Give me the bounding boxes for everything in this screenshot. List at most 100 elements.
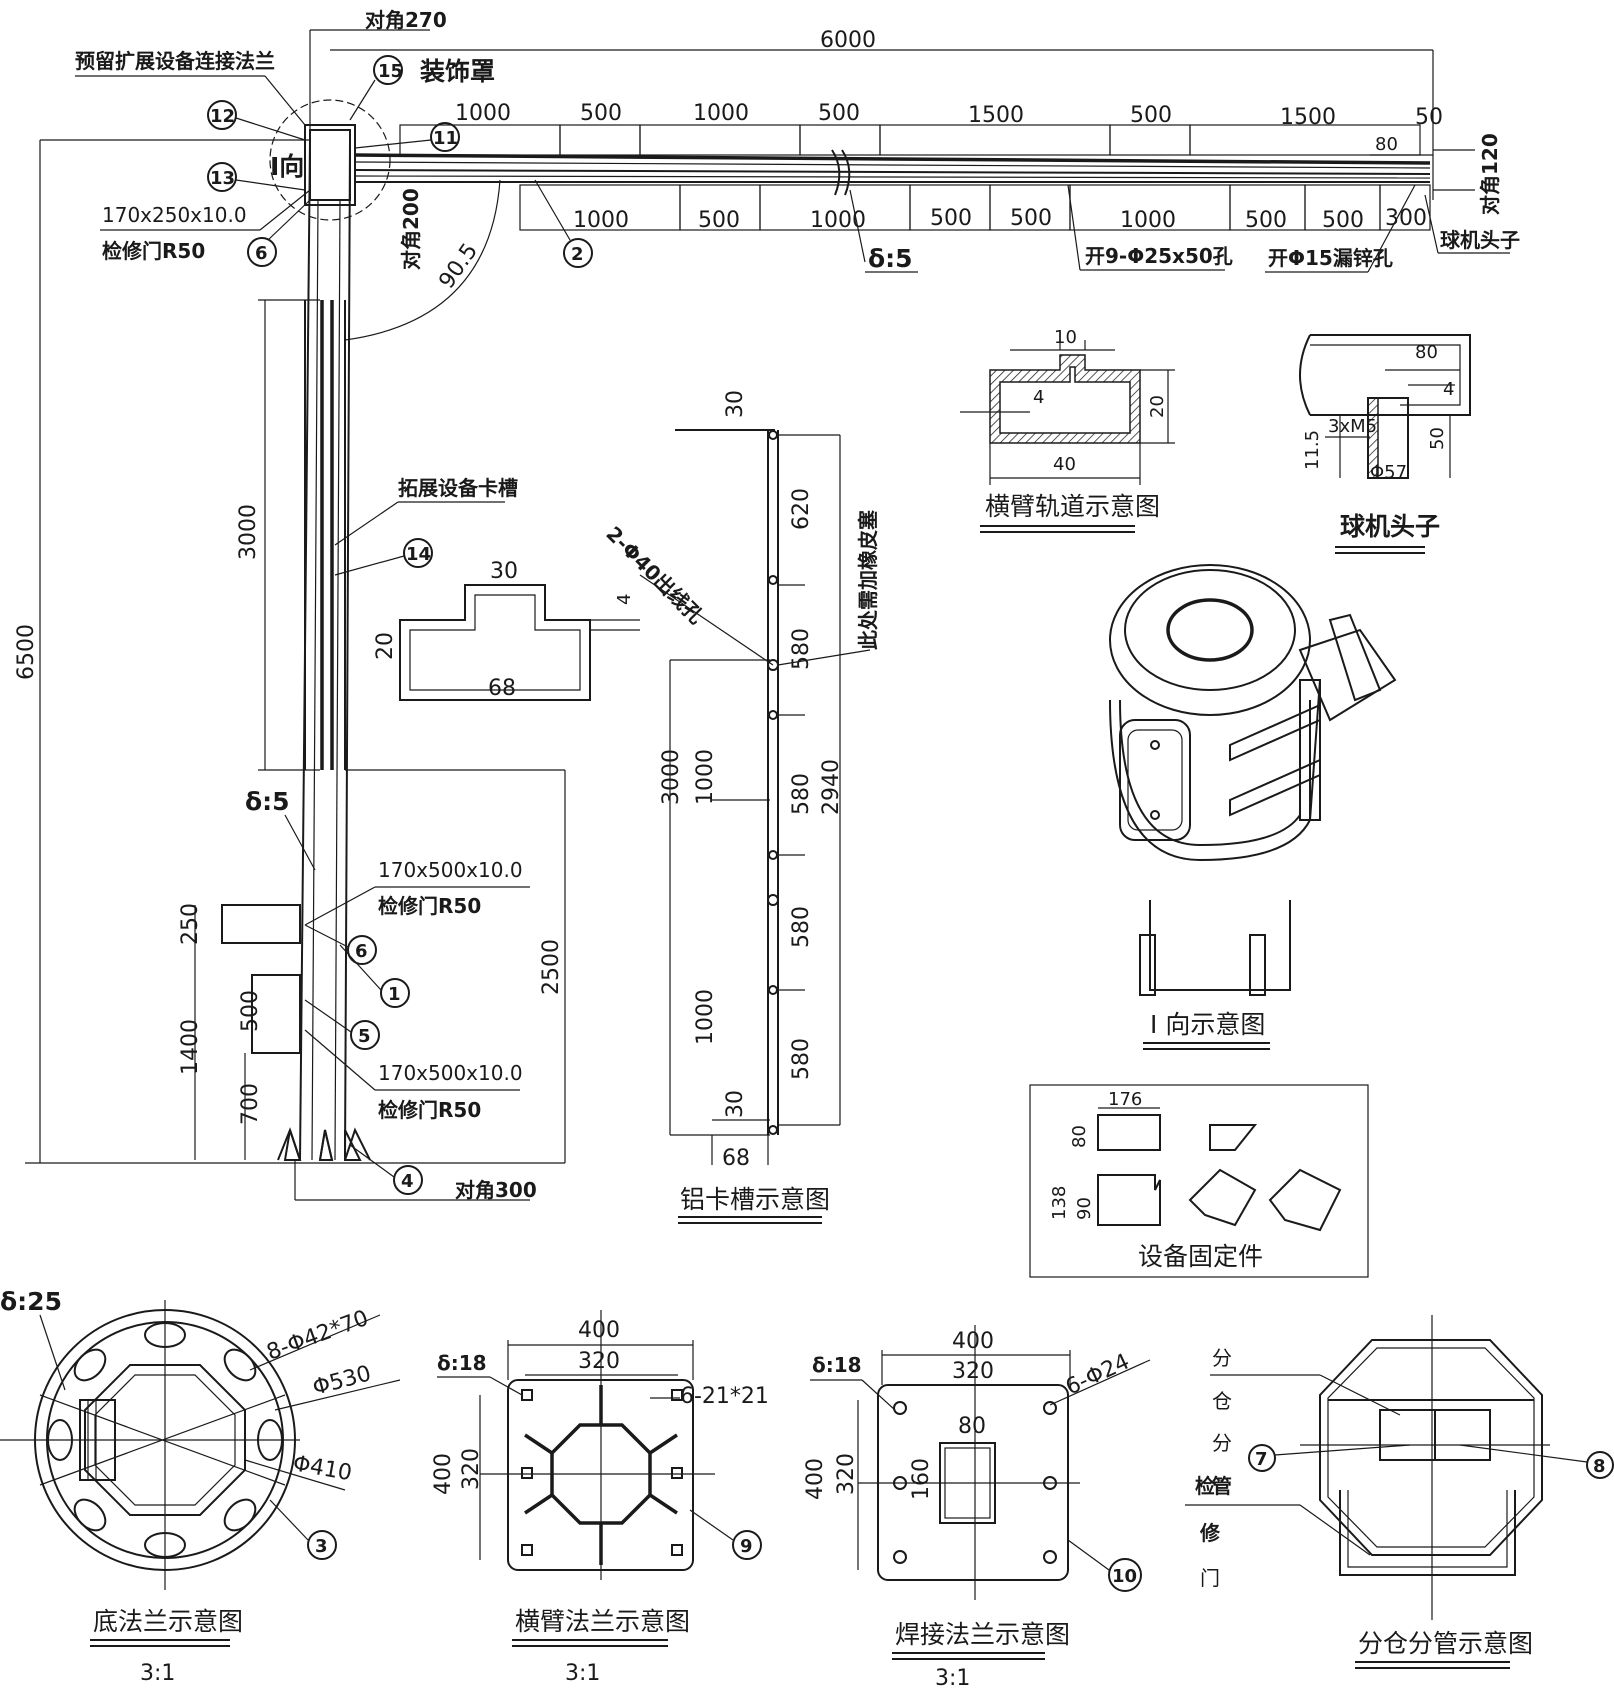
- cross-arm-elevation: 6000 1000 500 1000 500 1500 500 1500 50 …: [330, 28, 1520, 273]
- dim-slot-4: 4: [614, 594, 635, 605]
- label-branch-c4: 管: [1212, 1474, 1232, 1498]
- arm-flange-diagram: 400 320 δ:18 6-21*21 400 320 9 横臂法兰示意图: [431, 1310, 769, 1686]
- label-thk-arm: δ:5: [868, 244, 913, 273]
- svg-text:12: 12: [210, 106, 235, 127]
- title-arm-flange: 横臂法兰示意图: [515, 1607, 690, 1636]
- dim-2500: 2500: [539, 939, 564, 995]
- title-al-slot: 铝卡槽示意图: [680, 1185, 830, 1214]
- dim-arm-fl-400h: 400: [431, 1453, 456, 1495]
- aluminium-slot-diagram: 30 620 2-Φ40出线孔 此处需加橡皮塞 580 3000 1000 58…: [601, 390, 880, 1224]
- dim-al-580c: 580: [789, 906, 814, 948]
- label-base-410: Φ410: [291, 1451, 354, 1486]
- dim-al-30-bot: 30: [723, 1090, 748, 1118]
- camera-head-diagram: 80 4 3xM5 11.5 50 Φ57 球机头子: [1299, 334, 1471, 554]
- svg-text:15: 15: [378, 61, 403, 82]
- callout-11: 11: [430, 122, 460, 152]
- svg-text:7: 7: [1255, 1449, 1268, 1470]
- svg-text:2: 2: [571, 244, 584, 265]
- label-branch-c1: 分: [1212, 1346, 1232, 1370]
- label-branch-c6: 修: [1199, 1521, 1221, 1545]
- dim-bot-7: 500: [1245, 208, 1287, 233]
- callout-3: 3: [307, 1530, 337, 1560]
- svg-text:4: 4: [401, 1171, 414, 1192]
- dim-cam-115: 11.5: [1302, 430, 1323, 470]
- weld-flange-diagram: 400 320 δ:18 6-Φ24 80 400 320 160 10 焊接法…: [803, 1325, 1151, 1690]
- dim-bot-5: 500: [1010, 206, 1052, 231]
- label-weld-thk: δ:18: [812, 1353, 862, 1377]
- callout-12: 12: [207, 100, 237, 130]
- svg-text:6: 6: [355, 941, 368, 962]
- dim-top-1: 1000: [455, 101, 511, 126]
- label-base-530: Φ530: [310, 1361, 374, 1400]
- callout-14: 14: [403, 538, 433, 568]
- dim-al-30-top: 30: [723, 390, 748, 418]
- arm-rail-diagram: 10 4 20 40 横臂轨道示意图: [960, 327, 1175, 533]
- dim-weld-400w: 400: [952, 1329, 994, 1354]
- scale-arm-flange: 3:1: [565, 1661, 600, 1686]
- dim-1400: 1400: [178, 1019, 203, 1075]
- dim-al-2940: 2940: [819, 759, 844, 815]
- title-camera-head: 球机头子: [1340, 512, 1440, 541]
- dim-bot-8: 500: [1322, 208, 1364, 233]
- label-door-top-r: 检修门R50: [102, 239, 205, 263]
- title-weld-flange: 焊接法兰示意图: [895, 1620, 1070, 1649]
- dim-top-3: 1000: [693, 101, 749, 126]
- label-door-low-r: 检修门R50: [378, 1098, 481, 1122]
- title-rail: 横臂轨道示意图: [985, 492, 1160, 521]
- svg-text:3: 3: [315, 1536, 328, 1557]
- dim-arm-fl-400w: 400: [578, 1318, 620, 1343]
- dim-fix-90: 90: [1074, 1197, 1095, 1220]
- title-i-view: I 向示意图: [1150, 1010, 1265, 1039]
- label-camera-head-arm: 球机头子: [1440, 228, 1520, 252]
- dim-slot-20: 20: [373, 632, 398, 660]
- dim-al-580a: 580: [789, 628, 814, 670]
- dim-500: 500: [238, 990, 263, 1032]
- callout-10: 10: [1108, 1558, 1142, 1592]
- base-flange-diagram: δ:25 8-Φ42*70 Φ530 Φ410 3 底法兰示意图 3:1: [0, 1287, 401, 1686]
- label-door-mid-r: 检修门R50: [378, 894, 481, 918]
- label-arm-fl-holes: 6-21*21: [680, 1384, 769, 1409]
- dim-bot-2: 500: [698, 208, 740, 233]
- dim-al-1000b: 1000: [693, 989, 718, 1045]
- svg-text:11: 11: [433, 128, 458, 149]
- dim-cam-57: Φ57: [1370, 462, 1407, 483]
- dim-al-3000: 3000: [659, 749, 684, 805]
- label-cam-screw: 3xM5: [1328, 416, 1377, 437]
- label-al-holes: 2-Φ40出线孔: [601, 522, 708, 629]
- dim-rail-10: 10: [1054, 327, 1077, 348]
- dim-weld-320w: 320: [952, 1359, 994, 1384]
- dim-weld-400h: 400: [803, 1458, 828, 1500]
- dim-bot-6: 1000: [1120, 208, 1176, 233]
- svg-text:1: 1: [388, 984, 401, 1005]
- label-view-i: I向: [270, 152, 304, 181]
- dim-top-5: 1500: [968, 103, 1024, 128]
- dim-slot-68: 68: [488, 676, 516, 701]
- dim-al-580d: 580: [789, 1038, 814, 1080]
- dim-weld-320h: 320: [834, 1453, 859, 1495]
- dim-250: 250: [178, 903, 203, 945]
- equipment-fixing-parts: 176 80 138 90 设备固定件: [1029, 1084, 1369, 1278]
- callout-4: 4: [393, 1165, 423, 1195]
- svg-text:9: 9: [740, 1536, 753, 1557]
- callout-6-top: 6: [247, 237, 277, 267]
- label-diag-300: 对角300: [455, 1178, 537, 1202]
- label-diag-270: 对角270: [365, 8, 447, 32]
- label-decorative-cover: 装饰罩: [420, 57, 495, 86]
- label-door-low-size: 170x500x10.0: [378, 1061, 523, 1085]
- dim-rail-4: 4: [1033, 387, 1044, 408]
- dim-6000: 6000: [820, 28, 876, 53]
- dim-6500: 6500: [14, 624, 39, 680]
- dim-fix-176: 176: [1108, 1089, 1142, 1110]
- i-view-3d: I 向示意图: [1109, 564, 1397, 1050]
- dim-rail-20: 20: [1147, 395, 1168, 418]
- title-branch: 分仓分管示意图: [1358, 1629, 1533, 1658]
- callout-8: 8: [1586, 1451, 1614, 1479]
- label-diag-120: 对角120: [1478, 133, 1502, 215]
- svg-text:10: 10: [1112, 1566, 1137, 1587]
- dim-top-6: 500: [1130, 103, 1172, 128]
- dim-al-580b: 580: [789, 773, 814, 815]
- dim-al-1000a: 1000: [693, 749, 718, 805]
- dim-cam-50: 50: [1427, 427, 1448, 450]
- dim-cam-80: 80: [1415, 342, 1438, 363]
- callout-1: 1: [380, 978, 410, 1008]
